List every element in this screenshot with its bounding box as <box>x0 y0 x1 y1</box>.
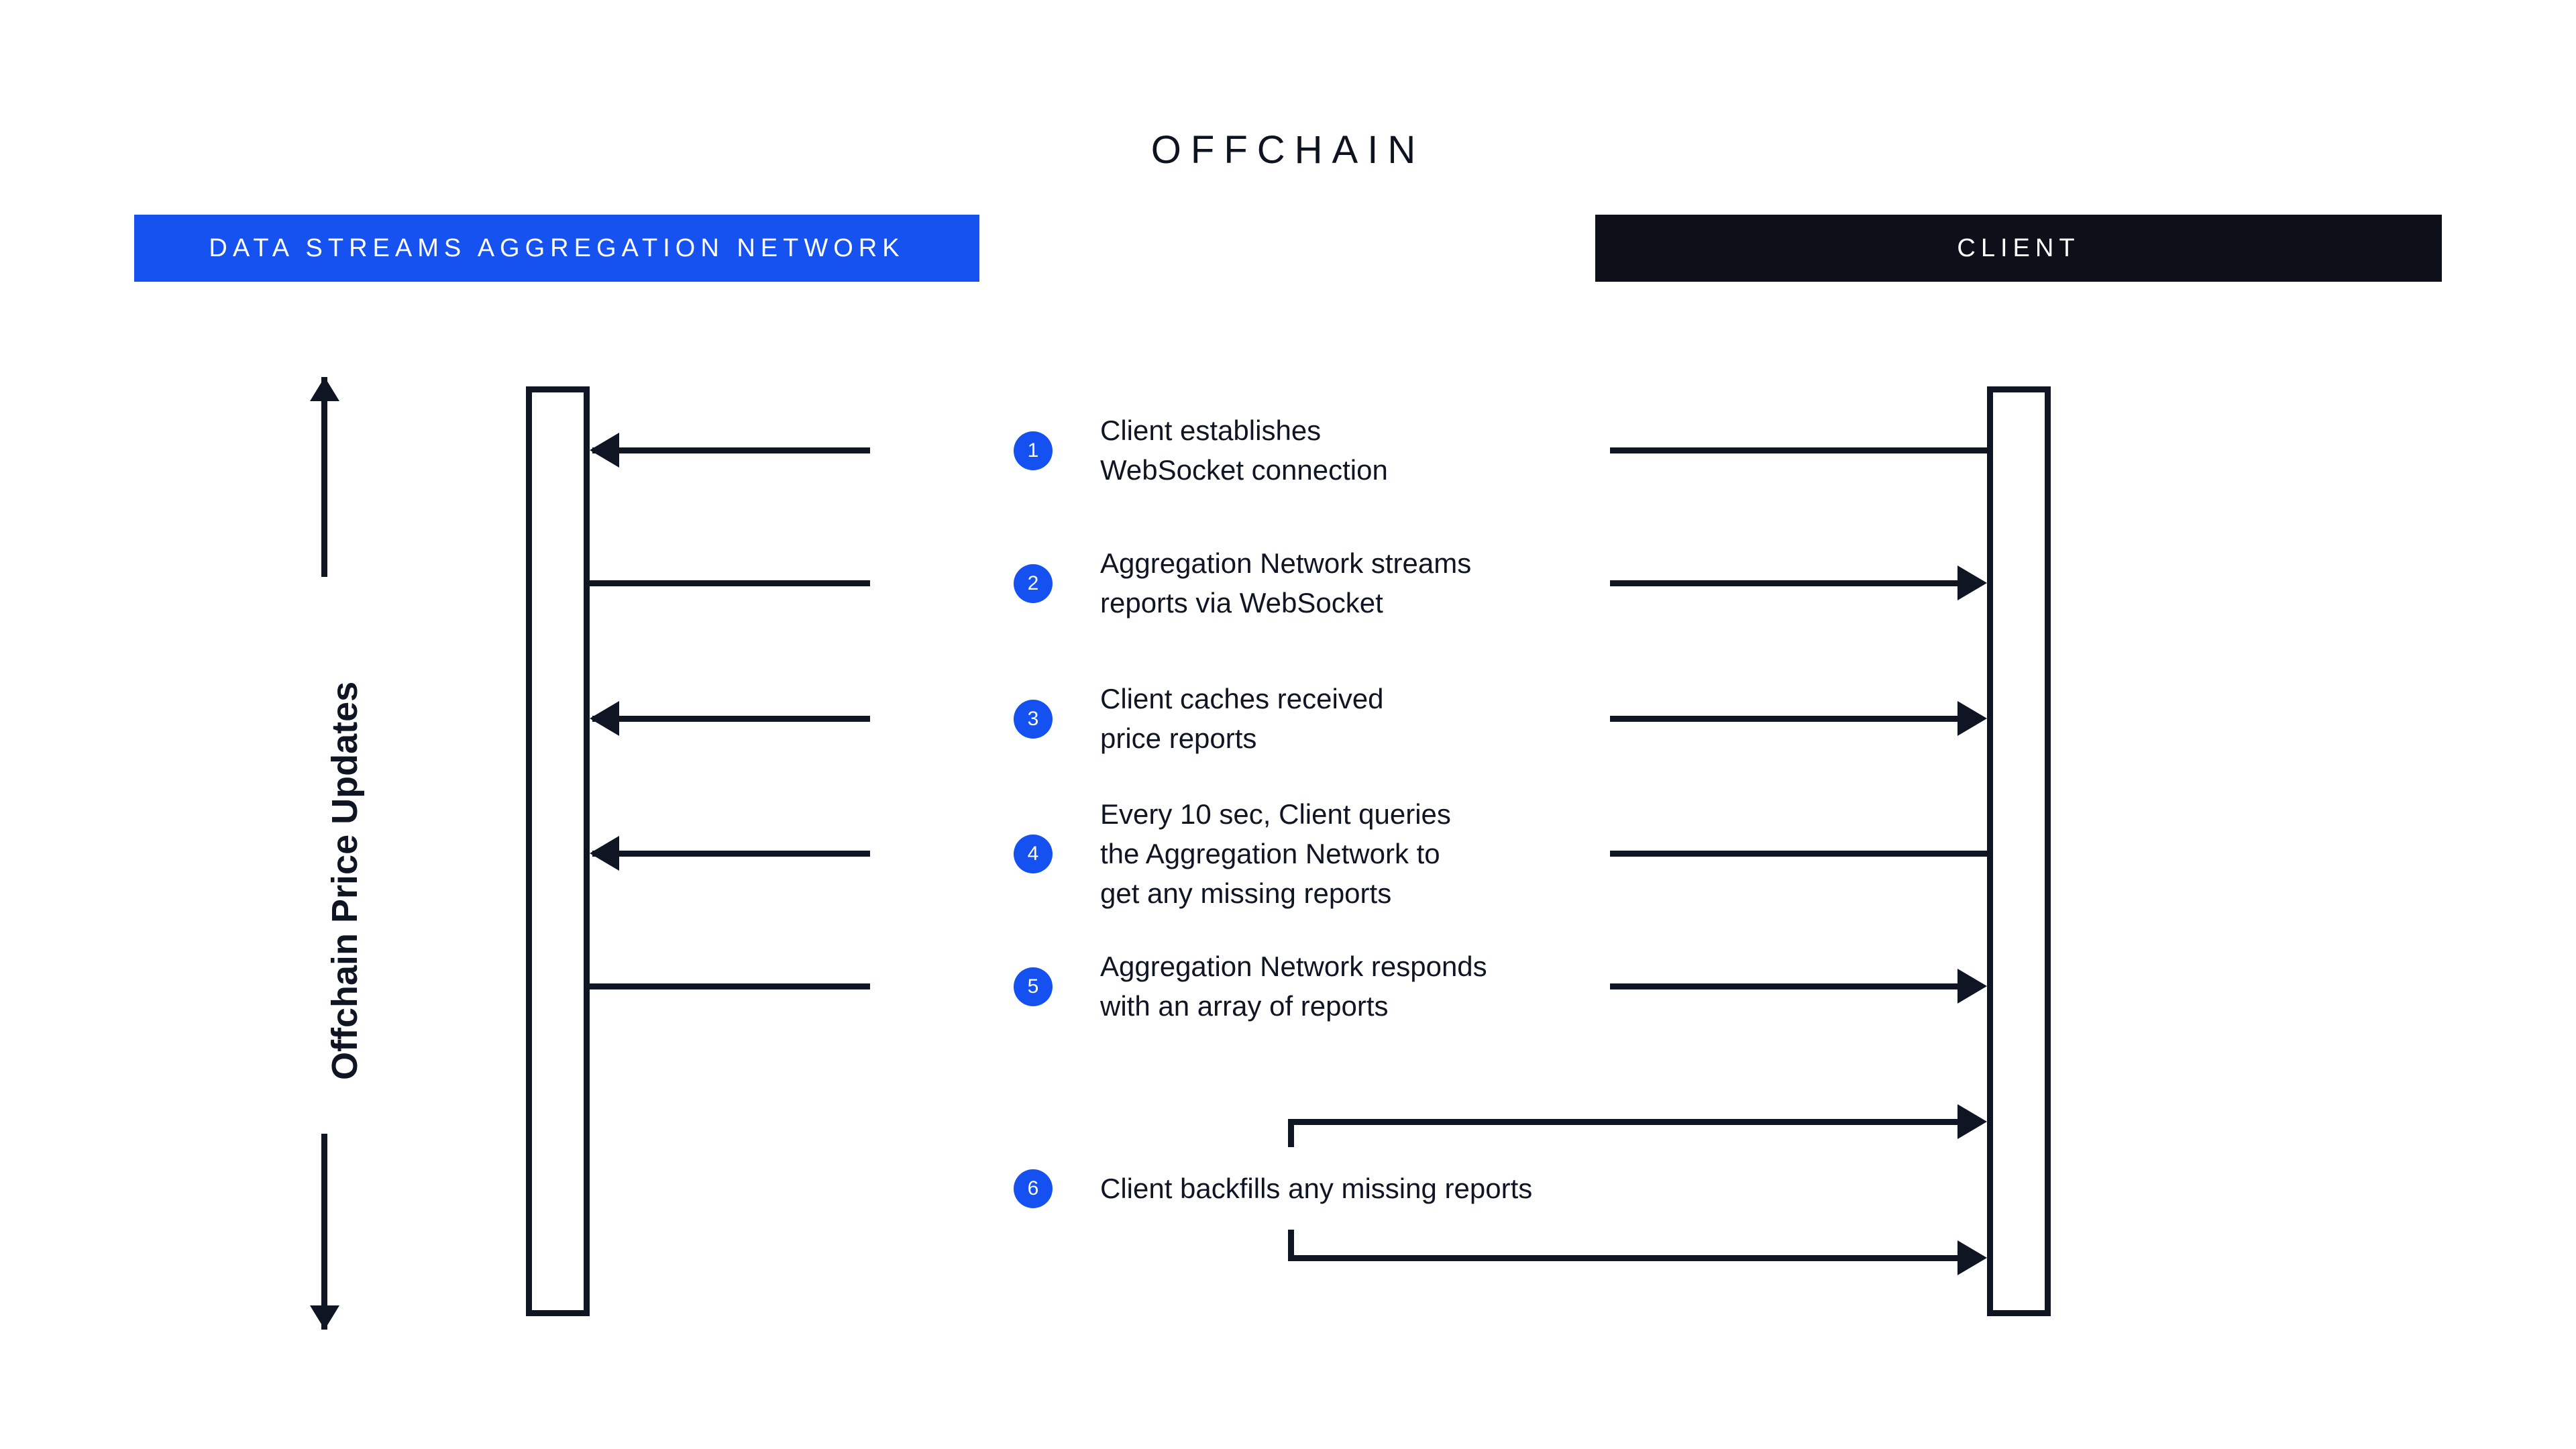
message-line-4-right <box>1610 851 1987 857</box>
step-text-3: Client caches received price reports <box>1100 683 1384 754</box>
message-line-2-left <box>590 580 870 586</box>
axis-arrow-down-icon <box>310 1305 339 1330</box>
step-badge-2[interactable]: 2 <box>1014 564 1053 603</box>
message-line-6-top <box>1288 1119 1957 1125</box>
step-text-1: Client establishes WebSocket connection <box>1100 415 1388 486</box>
message-line-3-right <box>1610 716 1957 722</box>
message-line-3-left <box>592 716 870 722</box>
arrowhead-left-4 <box>590 836 619 871</box>
step-badge-6[interactable]: 6 <box>1014 1169 1053 1208</box>
page-title: OFFCHAIN <box>1150 128 1426 172</box>
axis-label-mask <box>309 577 342 1134</box>
lifeline-client <box>1987 386 2051 1316</box>
arrowhead-right-2 <box>1957 566 1987 600</box>
step-text-2: Aggregation Network streams reports via … <box>1100 547 1472 619</box>
bracket-stub-top <box>1288 1119 1294 1147</box>
bracket-stub-bottom <box>1288 1230 1294 1258</box>
arrowhead-right-6-top <box>1957 1104 1987 1139</box>
message-line-4-left <box>592 851 870 857</box>
message-line-5-left <box>590 983 870 989</box>
message-line-5-right <box>1610 983 1957 989</box>
step-badge-5[interactable]: 5 <box>1014 967 1053 1006</box>
message-line-2-right <box>1610 580 1957 586</box>
arrowhead-left-1 <box>590 433 619 468</box>
step-text-4: Every 10 sec, Client queries the Aggrega… <box>1100 798 1451 909</box>
arrowhead-left-3 <box>590 701 619 736</box>
step-text-5: Aggregation Network responds with an arr… <box>1100 951 1487 1022</box>
lane-header-client: CLIENT <box>1595 215 2442 282</box>
arrowhead-right-6-bottom <box>1957 1240 1987 1275</box>
step-text-6: Client backfills any missing reports <box>1100 1173 1533 1204</box>
arrowhead-right-3 <box>1957 701 1987 736</box>
step-badge-3[interactable]: 3 <box>1014 700 1053 739</box>
axis-label: Offchain Price Updates <box>325 681 365 1080</box>
message-line-1-right <box>1610 447 1987 453</box>
lane-header-aggregation-network: DATA STREAMS AGGREGATION NETWORK <box>134 215 979 282</box>
arrowhead-right-5 <box>1957 969 1987 1004</box>
message-line-6-bottom <box>1288 1255 1957 1261</box>
message-line-1-left <box>592 447 870 453</box>
step-badge-1[interactable]: 1 <box>1014 431 1053 470</box>
lifeline-aggregation-network <box>526 386 590 1316</box>
axis-arrow-up-icon <box>310 377 339 401</box>
step-badge-4[interactable]: 4 <box>1014 835 1053 873</box>
